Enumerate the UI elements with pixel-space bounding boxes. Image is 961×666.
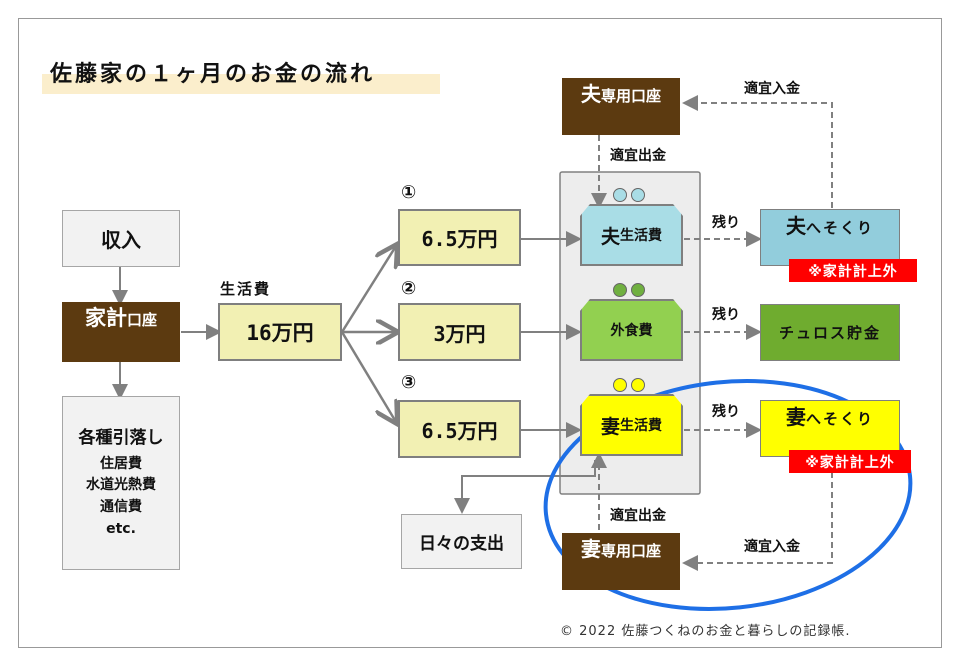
dining-purse-label: 外食費 — [580, 299, 683, 361]
arrow-to-daily-expense — [454, 460, 596, 514]
household-account-box: 家計 口座 — [62, 302, 180, 362]
churos-savings-label: チュロス貯金 — [778, 324, 881, 342]
split-number-1: ① — [401, 182, 417, 203]
coin-icon — [631, 283, 645, 297]
title-highlight — [42, 74, 440, 94]
purse-suffix: 外食費 — [610, 323, 653, 339]
purse-suffix: 生活費 — [620, 418, 662, 434]
split-amount-2: 3万円 — [433, 321, 486, 346]
daily-expense-label: 日々の支出 — [419, 534, 504, 554]
wife-account-box: 妻 専用口座 — [562, 533, 680, 590]
household-account-suffix: 口座 — [126, 311, 157, 329]
wife-account-suffix: 専用口座 — [600, 542, 661, 560]
husband-living-purse-label: 夫生活費 — [580, 204, 683, 266]
coin-icon — [631, 188, 645, 202]
husband-savings-box: 夫 へそくり — [760, 209, 900, 266]
coin-icon — [613, 378, 627, 392]
deductions-title: 各種引落し — [78, 428, 164, 449]
deduction-item: 通信費 — [100, 499, 142, 516]
household-account-main: 家計 — [84, 306, 127, 330]
deduction-item: 住居費 — [100, 455, 142, 472]
husband-outside-tag: ※家計計上外 — [789, 259, 917, 282]
split-amount-1: 6.5万円 — [421, 227, 498, 251]
wife-savings-suffix: へそくり — [805, 410, 874, 428]
arrow-living-to-split1 — [340, 246, 396, 333]
husband-account-main: 夫 — [580, 82, 601, 106]
remainder-label-1: 残り — [712, 215, 740, 231]
income-label: 収入 — [101, 228, 141, 252]
split-amount-3: 6.5万円 — [421, 418, 498, 443]
split-box-1: 6.5万円 — [398, 209, 521, 266]
purse-main: 夫 — [600, 225, 620, 248]
dashed-husband-deposit — [682, 95, 833, 208]
husband-account-box: 夫 専用口座 — [562, 78, 680, 135]
wife-outside-tag: ※家計計上外 — [789, 450, 911, 473]
page-title: 佐藤家の１ヶ月のお金の流れ — [50, 62, 376, 87]
wife-withdraw-label: 適宜出金 — [610, 508, 666, 524]
purse-suffix: 生活費 — [620, 228, 662, 244]
husband-account-suffix: 専用口座 — [600, 87, 661, 105]
husband-savings-main: 夫 — [785, 214, 806, 238]
arrow-living-to-split3 — [340, 331, 396, 422]
split-box-3: 6.5万円 — [398, 400, 521, 458]
wife-savings-main: 妻 — [785, 405, 806, 429]
living-amount-box: 16万円 — [218, 303, 342, 361]
remainder-label-3: 残り — [712, 404, 740, 420]
split-number-2: ② — [401, 278, 417, 299]
coin-icon — [613, 188, 627, 202]
living-amount: 16万円 — [246, 321, 314, 345]
dining-purse-icon — [580, 299, 683, 361]
dashed-wife-deposit — [682, 472, 833, 571]
wife-savings-box: 妻 へそくり — [760, 400, 900, 457]
churos-savings-box: チュロス貯金 — [760, 304, 900, 361]
highlight-circle — [543, 379, 913, 611]
husband-withdraw-label: 適宜出金 — [610, 148, 666, 164]
husband-deposit-label: 適宜入金 — [744, 81, 800, 97]
deduction-item: etc. — [106, 520, 136, 537]
remainder-label-2: 残り — [712, 307, 740, 323]
wife-living-purse-label: 妻生活費 — [580, 394, 683, 456]
coin-icon — [613, 283, 627, 297]
daily-expense-box: 日々の支出 — [401, 514, 522, 569]
split-box-2: 3万円 — [398, 303, 521, 361]
coin-icon — [631, 378, 645, 392]
wife-deposit-label: 適宜入金 — [744, 539, 800, 555]
husband-savings-suffix: へそくり — [805, 219, 874, 237]
husband-living-purse-icon — [580, 204, 683, 266]
deduction-item: 水道光熱費 — [86, 477, 156, 494]
split-number-3: ③ — [401, 372, 417, 393]
income-box: 収入 — [62, 210, 180, 267]
wife-account-main: 妻 — [580, 537, 601, 561]
wife-living-purse-icon — [580, 394, 683, 456]
copyright: © 2022 佐藤つくねのお金と暮らしの記録帳. — [560, 624, 851, 639]
purse-main: 妻 — [600, 415, 620, 438]
deductions-box: 各種引落し 住居費 水道光熱費 通信費 etc. — [62, 396, 180, 570]
living-label: 生活費 — [220, 280, 272, 298]
